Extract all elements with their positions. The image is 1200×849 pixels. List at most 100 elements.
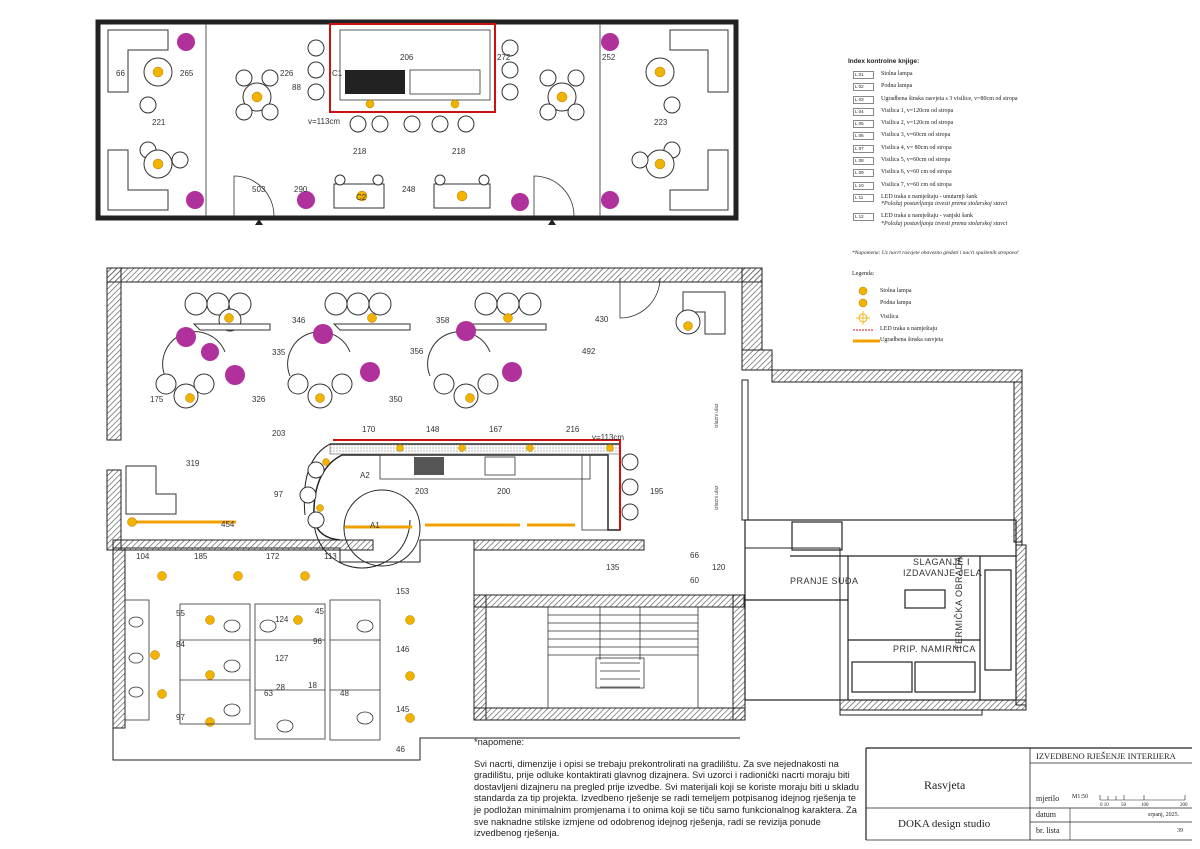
svg-text:A2: A2 <box>360 471 370 480</box>
project-title: IZVEDBENO RJEŠENJE INTERIJERA <box>1036 751 1176 761</box>
svg-text:170: 170 <box>362 425 376 434</box>
svg-text:356: 356 <box>410 347 424 356</box>
svg-text:430: 430 <box>595 315 609 324</box>
svg-text:185: 185 <box>194 552 208 561</box>
studio-name: DOKA design studio <box>898 818 991 830</box>
svg-text:127: 127 <box>275 654 289 663</box>
scale-tick: 50 <box>1121 803 1126 808</box>
svg-text:46: 46 <box>396 745 405 754</box>
svg-text:265: 265 <box>180 69 194 78</box>
svg-text:55: 55 <box>176 609 185 618</box>
svg-text:346: 346 <box>292 316 306 325</box>
index-title: Index kontrolne knjige: <box>848 58 920 65</box>
svg-text:145: 145 <box>396 705 410 714</box>
svg-text:153: 153 <box>396 587 410 596</box>
svg-text:200: 200 <box>497 487 511 496</box>
top-plan: 66 265 226 88 206 272 252 221 223 218 21… <box>95 19 739 225</box>
svg-text:167: 167 <box>489 425 503 434</box>
room-labels: PRANJE SUĐA SLAGANJE I IZDAVANJE JELA PR… <box>714 403 982 654</box>
room-label-slaganje-2: IZDAVANJE JELA <box>903 568 982 578</box>
svg-text:492: 492 <box>582 347 596 356</box>
legend-symbols <box>853 286 880 343</box>
svg-text:172: 172 <box>266 552 280 561</box>
general-notes: *napomene: Svi nacrti, dimenzije i opisi… <box>474 737 860 840</box>
svg-text:148: 148 <box>426 425 440 434</box>
svg-text:248: 248 <box>402 185 416 194</box>
legend-title: Legenda: <box>852 271 875 277</box>
svg-text:v=113cm: v=113cm <box>592 433 624 442</box>
svg-text:175: 175 <box>150 395 164 404</box>
svg-text:48: 48 <box>340 689 349 698</box>
svg-text:135: 135 <box>606 563 620 572</box>
scale-tick: 0 10 <box>1100 803 1109 808</box>
scale-label: mjerilo <box>1036 794 1060 803</box>
svg-text:218: 218 <box>452 147 466 156</box>
main-plan: PRANJE SUĐA SLAGANJE I IZDAVANJE JELA PR… <box>106 267 1027 761</box>
top-plan-dimensions: 66 265 226 88 206 272 252 221 223 218 21… <box>116 53 668 202</box>
svg-text:113: 113 <box>324 552 337 561</box>
legend: Legenda: Stolna lampa Podna lampa Visili… <box>852 271 1092 351</box>
svg-text:216: 216 <box>566 425 580 434</box>
svg-text:252: 252 <box>602 53 616 62</box>
main-plan-dimensions: 346 358 430 335 356 492 175 326 350 170 … <box>136 315 726 754</box>
svg-text:v=113cm: v=113cm <box>308 117 340 126</box>
svg-text:A1: A1 <box>370 521 380 530</box>
sheet-no-label: br. lista <box>1036 826 1060 835</box>
notes-title: *napomene: <box>474 737 525 747</box>
svg-text:503: 503 <box>252 185 266 194</box>
svg-text:290: 290 <box>294 185 308 194</box>
sheet-name: Rasvjeta <box>924 778 966 792</box>
room-label-prip: PRIP. NAMIRNICA <box>893 644 976 654</box>
svg-text:454: 454 <box>221 520 235 529</box>
svg-text:206: 206 <box>400 53 414 62</box>
legend-item-visilica: Visilica <box>880 314 899 320</box>
svg-text:C1: C1 <box>332 69 343 78</box>
svg-text:203: 203 <box>272 429 286 438</box>
svg-text:120: 120 <box>712 563 726 572</box>
notes-body: Svi nacrti, dimenzije i opisi se trebaju… <box>474 758 859 839</box>
legend-item-led-strip: LED traka u namještaju <box>880 326 938 332</box>
svg-text:66: 66 <box>116 69 125 78</box>
svg-text:124: 124 <box>275 615 289 624</box>
svg-text:45: 45 <box>315 607 324 616</box>
svg-text:358: 358 <box>436 316 450 325</box>
svg-text:97: 97 <box>274 490 283 499</box>
svg-text:96: 96 <box>313 637 322 646</box>
legend-item-stolna-lampa: Stolna lampa <box>880 288 912 294</box>
room-label-izlazni-2: izlazni ulaz <box>714 485 720 510</box>
svg-text:104: 104 <box>136 552 150 561</box>
svg-text:60: 60 <box>690 576 699 585</box>
index-napomena: *Napomena: Uz nacrt rasvjete obavezno gl… <box>852 250 1019 256</box>
svg-text:326: 326 <box>252 395 266 404</box>
date-label: datum <box>1036 810 1056 819</box>
scale-tick: 100 <box>1141 803 1149 808</box>
svg-text:319: 319 <box>186 459 200 468</box>
svg-text:335: 335 <box>272 348 286 357</box>
date-value: srpanj, 2025. <box>1148 812 1180 818</box>
sheet-no-value: 39 <box>1177 828 1183 834</box>
title-block-frame <box>865 747 1192 841</box>
room-label-termicka: TERMIČKA OBRADA <box>954 556 964 650</box>
svg-text:221: 221 <box>152 118 166 127</box>
svg-text:88: 88 <box>292 83 301 92</box>
svg-text:97: 97 <box>176 713 185 722</box>
scale-tick: 200 <box>1180 803 1188 808</box>
room-label-slaganje-1: SLAGANJE I <box>913 557 970 567</box>
room-label-izlazni-1: izlazni ulaz <box>714 403 720 428</box>
svg-text:223: 223 <box>654 118 668 127</box>
svg-text:218: 218 <box>353 147 367 156</box>
